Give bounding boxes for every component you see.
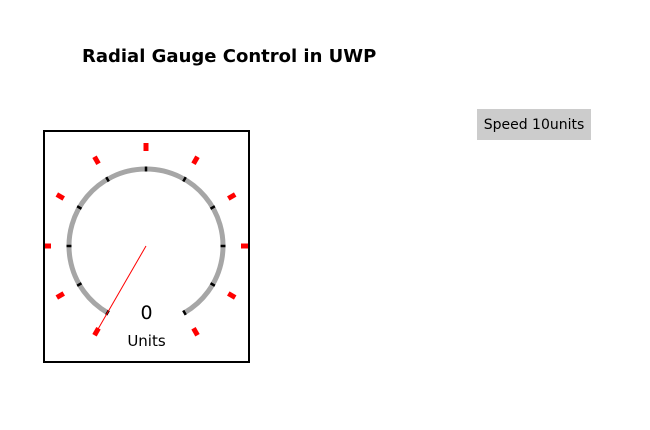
gauge-unit-label: Units [127,332,166,350]
page-title: Radial Gauge Control in UWP [82,46,377,67]
gauge-value: 0 [140,302,153,324]
gauge-tick [76,205,83,210]
gauge-scale-tick [92,155,101,165]
gauge-scale-tick [191,155,200,165]
gauge-tick [182,176,187,183]
radial-gauge: 0 Units [43,130,250,363]
gauge-tick [182,309,187,316]
gauge-scale-tick [191,327,200,337]
speed-button[interactable]: Speed 10units [477,109,591,140]
gauge-scale-tick [55,192,65,201]
gauge-needle [96,245,147,332]
gauge-tick [105,176,110,183]
gauge-scale-tick [227,291,237,300]
gauge-tick [76,282,83,287]
gauge-scale-tick [227,192,237,201]
gauge-track [66,166,226,315]
gauge-tick [209,205,216,210]
gauge-tick [209,282,216,287]
gauge-canvas [45,143,248,337]
gauge-scale-tick [55,291,65,300]
